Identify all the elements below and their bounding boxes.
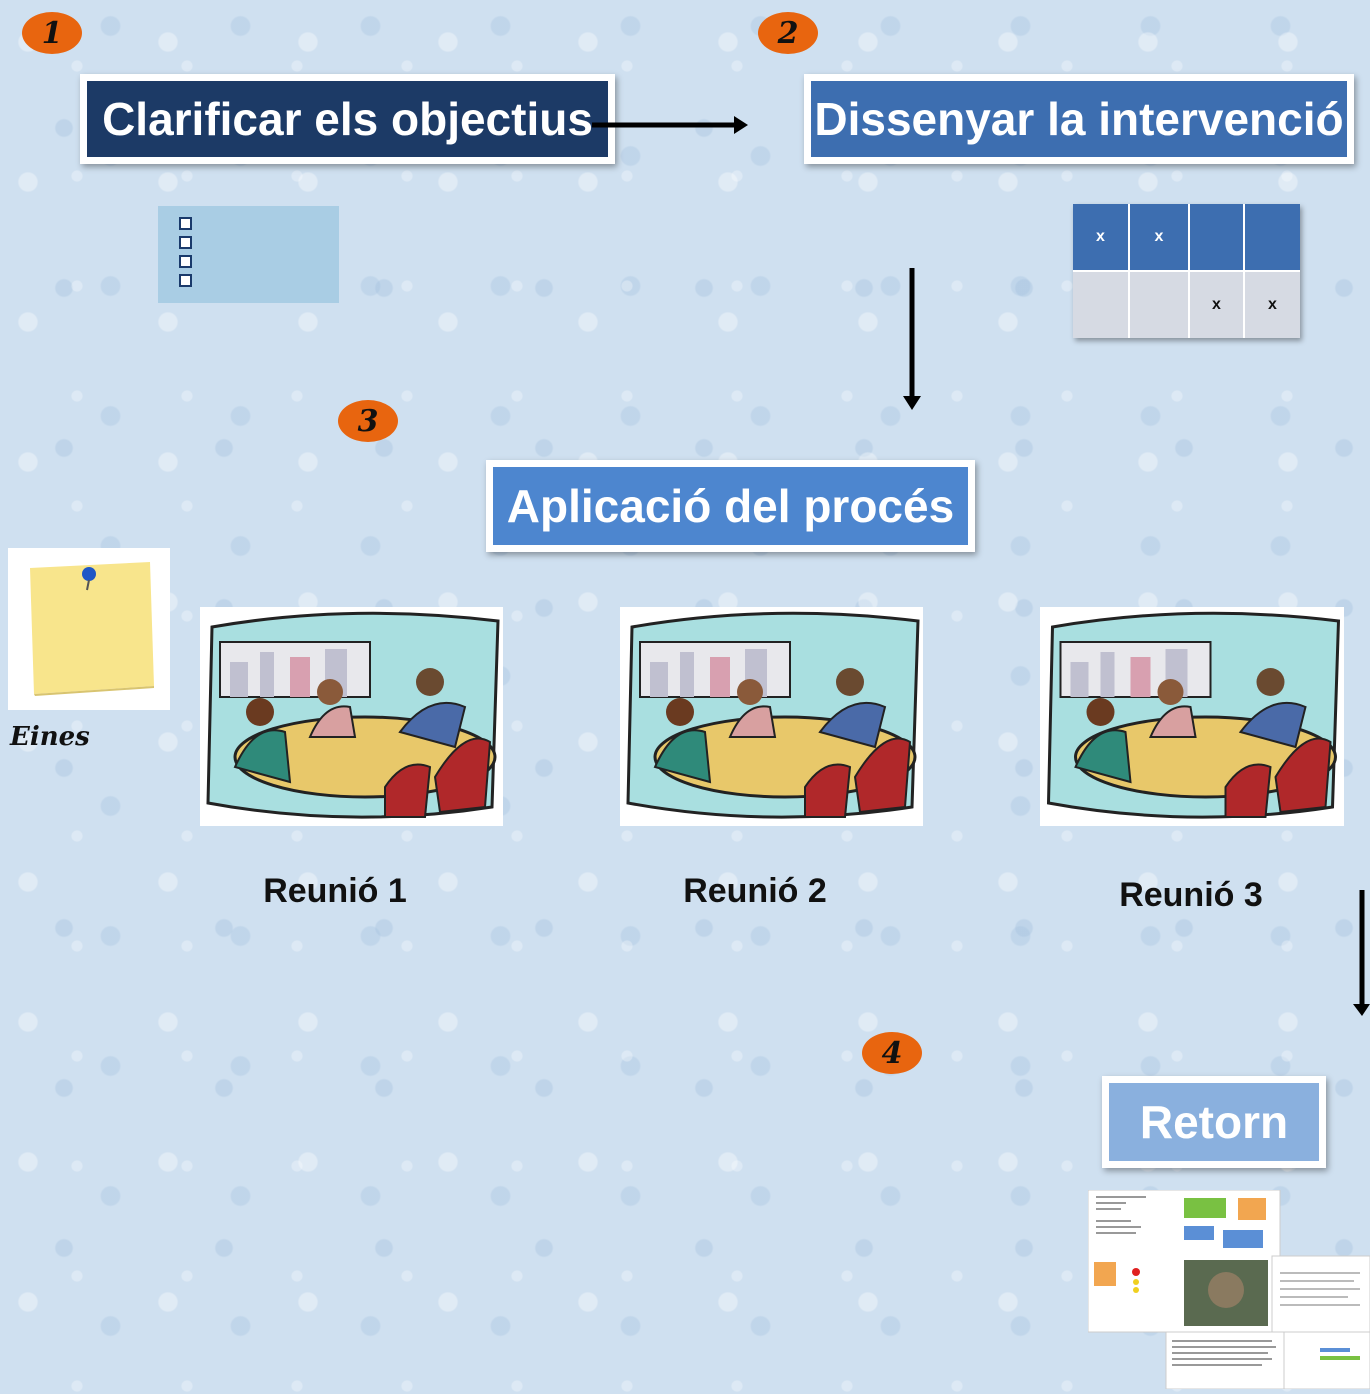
meeting-3-label: Reunió 3 <box>1119 876 1263 914</box>
sticky-note-image <box>8 548 170 710</box>
arrow-meetings-to-feedback <box>1353 890 1370 1016</box>
grid-cell: x <box>1245 270 1300 338</box>
checkbox-icon <box>179 236 192 249</box>
meeting-clipart-icon <box>626 611 920 819</box>
clarify-objectives-title: Clarificar els objectius <box>87 81 608 157</box>
meeting-clipart-icon <box>1046 611 1341 819</box>
meeting-2-image <box>620 607 923 826</box>
step-2-badge: 2 <box>758 12 818 54</box>
apply-process-box: Aplicació del procés <box>486 460 975 552</box>
meeting-clipart-icon <box>206 611 500 819</box>
feedback-title: Retorn <box>1109 1083 1319 1161</box>
grid-cell <box>1190 204 1245 270</box>
apply-process-title: Aplicació del procés <box>493 467 968 545</box>
grid-cell <box>1130 270 1190 338</box>
grid-cell <box>1073 270 1130 338</box>
feedback-box: Retorn <box>1102 1076 1326 1168</box>
grid-cell <box>1245 204 1300 270</box>
objectives-checklist <box>158 206 339 303</box>
meeting-3-image <box>1040 607 1344 826</box>
grid-cell: x <box>1130 204 1190 270</box>
feedback-documents-collage <box>1087 1189 1370 1390</box>
meeting-2-label: Reunió 2 <box>683 872 827 910</box>
checkbox-icon <box>179 255 192 268</box>
arrow-clarify-to-design <box>592 116 748 134</box>
design-grid: x x x x <box>1073 204 1300 338</box>
grid-cell: x <box>1190 270 1245 338</box>
sticky-note-icon <box>30 562 154 696</box>
document-collage-icon <box>1087 1189 1370 1390</box>
clarify-objectives-box: Clarificar els objectius <box>80 74 615 164</box>
design-intervention-title: Dissenyar la intervenció <box>811 81 1347 157</box>
step-1-badge: 1 <box>22 12 82 54</box>
step-4-badge: 4 <box>862 1032 922 1074</box>
arrow-design-to-apply <box>903 268 921 410</box>
checkbox-icon <box>179 217 192 230</box>
meeting-1-label: Reunió 1 <box>263 872 407 910</box>
tools-label: Eines <box>10 722 90 752</box>
checkbox-icon <box>179 274 192 287</box>
grid-cell: x <box>1073 204 1130 270</box>
meeting-1-image <box>200 607 503 826</box>
step-3-badge: 3 <box>338 400 398 442</box>
design-intervention-box: Dissenyar la intervenció <box>804 74 1354 164</box>
